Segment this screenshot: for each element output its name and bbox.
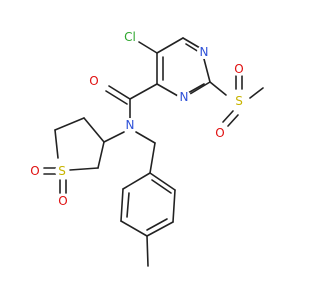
atom-label-cl: Cl (124, 30, 136, 44)
bond-s-c2-ring (69, 167, 99, 171)
bond-n1-c2 (203, 58, 211, 83)
atom-bg-n-amide (123, 118, 137, 132)
atom-label-n-mid: N (180, 90, 189, 104)
atom-label-n-top: N (200, 45, 209, 59)
bond-c2-n3 (189, 81, 211, 95)
atom-label-o-ring-left: O (30, 164, 39, 178)
bond-ar-ch3 (146, 235, 149, 267)
atom-label-o-ring-bottom: O (58, 194, 67, 208)
bond-c2-c3-ring (97, 141, 105, 169)
bond-ar-1-2 (149, 172, 176, 191)
bond-ch2-ar (149, 142, 156, 174)
bond-s-o-bottom-a (222, 110, 234, 123)
bond-ar-2-3 (172, 189, 176, 223)
atom-label-s-ring: S (58, 164, 66, 178)
bond-ar-6-1 (122, 172, 151, 190)
bond-n3-c4 (156, 83, 179, 97)
bond-s-ch3 (249, 87, 264, 99)
atom-bg-s-ring (55, 164, 69, 178)
atom-label-o-sulfonyl-bottom: O (215, 126, 224, 140)
bond-c3-c4 (83, 117, 105, 143)
bond-ar-1-2-double (151, 179, 172, 194)
bond-c5-cl (138, 41, 158, 54)
atom-bg-o-ring-bottom (56, 194, 70, 208)
bond-n-c3 (103, 131, 125, 143)
bond-c5-s-ring (54, 129, 59, 159)
bond-ar-3-4-double (146, 218, 168, 231)
atom-label-o-amide: O (89, 74, 98, 88)
bond-ar-5-6-double (126, 192, 130, 218)
molecule-structure-diagram: Cl N N O N S O O S O O (0, 0, 300, 300)
bond-c-o-a (108, 85, 131, 100)
bond-c4-c5-ring (54, 117, 85, 131)
atom-bg-o-sulfonyl-top (232, 62, 246, 76)
bond-c6-n1-double (185, 43, 200, 53)
bond-c4-c-amide (129, 83, 158, 100)
atom-bg-cl (121, 28, 139, 46)
bond-ar-3-4 (146, 221, 174, 237)
atom-labels: Cl N N O N S O O S O O (28, 28, 246, 208)
atom-bg-n-top (197, 45, 211, 59)
bond-c6-n1 (182, 37, 201, 49)
bond-c2-s (209, 81, 227, 96)
bond-ar-5-6 (120, 188, 124, 222)
atom-bg-n-mid (177, 90, 191, 104)
atom-bg-s-methylsulfonyl (232, 94, 246, 108)
atom-label-o-sulfonyl-top: O (234, 62, 243, 76)
bond-s-o-bottom-b (227, 114, 239, 127)
atom-bg-o-sulfonyl-bottom (213, 126, 227, 140)
background (0, 0, 300, 300)
atom-bg-o-ring-left (28, 164, 42, 178)
bond-ar-4-5 (120, 220, 148, 237)
atom-bg-o-amide (87, 74, 101, 88)
bond-c-o-b (105, 90, 128, 105)
bond-n-ch2 (135, 131, 156, 144)
bond-c5-c6 (156, 37, 184, 54)
bonds (43, 37, 264, 267)
atom-label-s-methylsulfonyl: S (235, 94, 243, 108)
atom-label-n-amide: N (126, 118, 135, 132)
bond-c2-n3-double (187, 83, 205, 94)
